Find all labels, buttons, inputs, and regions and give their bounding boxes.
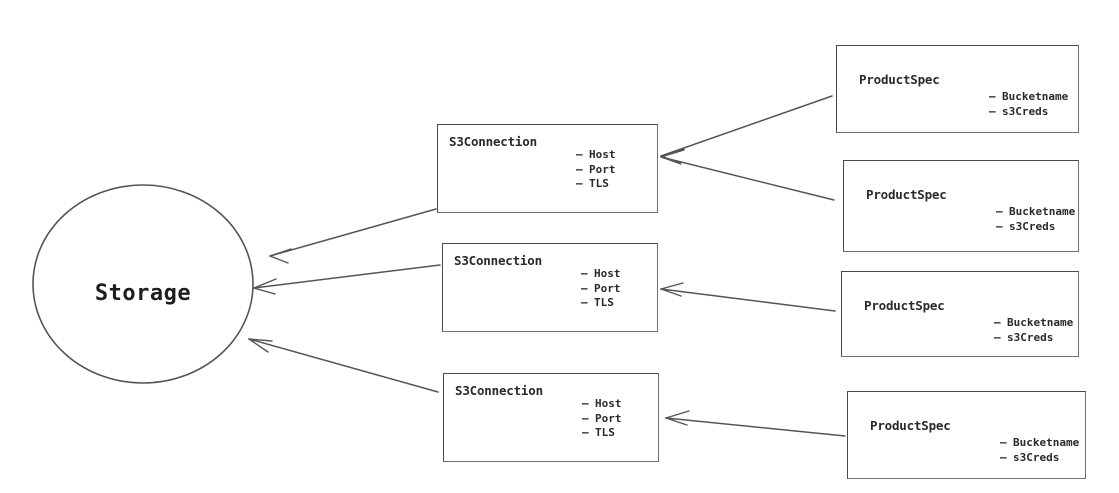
dash-icon: – [582, 411, 589, 425]
dash-icon: – [581, 267, 588, 280]
attribute-label: Bucketname [1002, 90, 1069, 103]
attribute-label: s3Creds [1002, 104, 1049, 118]
attribute-row: –Bucketname [996, 205, 1075, 220]
attribute-row: –Host [576, 148, 616, 163]
attribute-label: TLS [595, 426, 615, 439]
attribute-row: –Port [582, 412, 622, 427]
attribute-row: –TLS [582, 426, 622, 441]
attribute-label: Bucketname [1007, 316, 1074, 329]
dash-icon: – [994, 316, 1001, 329]
attribute-row: –Bucketname [1000, 436, 1079, 451]
storage-circle-outline [32, 184, 254, 384]
productspec-title: ProductSpec [870, 418, 951, 433]
attribute-label: Host [589, 148, 616, 161]
attribute-row: –TLS [581, 296, 621, 311]
attribute-row: –Host [581, 267, 621, 282]
productspec-box-4[interactable]: ProductSpec –Bucketname –s3Creds [847, 391, 1086, 479]
productspec-box-1[interactable]: ProductSpec –Bucketname –s3Creds [836, 45, 1079, 133]
dash-icon: – [576, 177, 583, 190]
attribute-row: –s3Creds [989, 105, 1068, 120]
attribute-row: –s3Creds [994, 331, 1073, 346]
storage-label: Storage [94, 281, 192, 306]
storage-circle[interactable] [31, 183, 255, 385]
productspec-attributes: –Bucketname –s3Creds [989, 90, 1068, 119]
s3connection-attributes: –Host –Port –TLS [581, 267, 621, 311]
s3connection-title: S3Connection [449, 134, 537, 149]
dash-icon: – [989, 104, 996, 118]
attribute-label: s3Creds [1009, 219, 1056, 233]
s3connection-attributes: –Host –Port –TLS [582, 397, 622, 441]
dash-icon: – [989, 90, 996, 103]
productspec-box-3[interactable]: ProductSpec –Bucketname –s3Creds [841, 271, 1079, 357]
productspec-attributes: –Bucketname –s3Creds [994, 316, 1073, 345]
arrow-productspec-1-to-s3conn-1 [660, 95, 833, 164]
s3connection-box-3[interactable]: S3Connection –Host –Port –TLS [443, 373, 659, 462]
s3connection-attributes: –Host –Port –TLS [576, 148, 616, 192]
attribute-label: Port [595, 411, 622, 425]
attribute-label: Host [595, 397, 622, 410]
attribute-row: –s3Creds [996, 220, 1075, 235]
arrow-s3conn-1-to-storage [269, 208, 437, 264]
dash-icon: – [996, 219, 1003, 233]
productspec-box-2[interactable]: ProductSpec –Bucketname –s3Creds [843, 160, 1079, 252]
dash-icon: – [576, 162, 583, 176]
dash-icon: – [576, 148, 583, 161]
attribute-row: –TLS [576, 177, 616, 192]
attribute-label: Bucketname [1009, 205, 1076, 218]
attribute-label: TLS [589, 177, 609, 190]
attribute-row: –Bucketname [994, 316, 1073, 331]
dash-icon: – [582, 397, 589, 410]
attribute-row: –Bucketname [989, 90, 1068, 105]
s3connection-box-1[interactable]: S3Connection –Host –Port –TLS [437, 124, 658, 213]
attribute-label: Port [589, 162, 616, 176]
s3connection-title: S3Connection [455, 383, 543, 398]
attribute-row: –Port [576, 163, 616, 178]
productspec-title: ProductSpec [864, 298, 945, 313]
productspec-attributes: –Bucketname –s3Creds [1000, 436, 1079, 465]
attribute-row: –s3Creds [1000, 451, 1079, 466]
arrow-productspec-2-to-s3conn-1 [660, 149, 835, 201]
attribute-label: TLS [594, 296, 614, 309]
dash-icon: – [582, 426, 589, 439]
arrow-s3conn-2-to-storage [253, 264, 441, 295]
s3connection-box-2[interactable]: S3Connection –Host –Port –TLS [442, 243, 658, 332]
attribute-label: s3Creds [1007, 330, 1054, 344]
s3connection-title: S3Connection [454, 253, 542, 268]
attribute-label: Port [594, 281, 621, 295]
dash-icon: – [1000, 436, 1007, 449]
attribute-label: s3Creds [1013, 450, 1060, 464]
dash-icon: – [581, 296, 588, 309]
attribute-row: –Host [582, 397, 622, 412]
dash-icon: – [581, 281, 588, 295]
arrow-productspec-3-to-s3conn-2 [660, 282, 836, 312]
attribute-row: –Port [581, 282, 621, 297]
dash-icon: – [1000, 450, 1007, 464]
productspec-title: ProductSpec [859, 72, 940, 87]
dash-icon: – [994, 330, 1001, 344]
attribute-label: Host [594, 267, 621, 280]
dash-icon: – [996, 205, 1003, 218]
productspec-attributes: –Bucketname –s3Creds [996, 205, 1075, 234]
productspec-title: ProductSpec [866, 187, 947, 202]
arrow-productspec-4-to-s3conn-3 [665, 410, 846, 437]
attribute-label: Bucketname [1013, 436, 1080, 449]
arrow-s3conn-3-to-storage [248, 338, 439, 393]
